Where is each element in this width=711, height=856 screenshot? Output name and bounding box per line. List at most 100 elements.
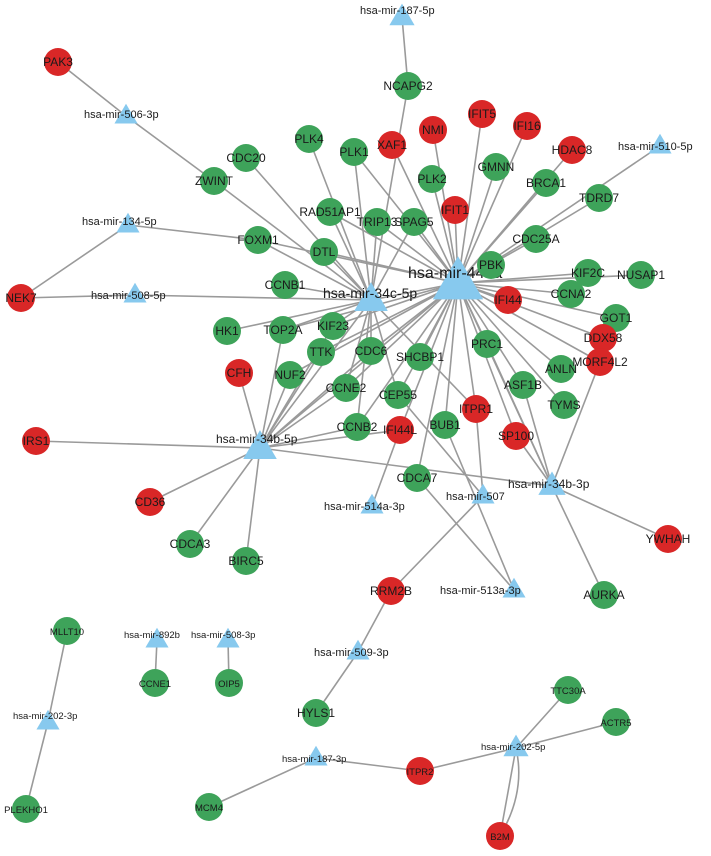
mirna-node-m508_5p[interactable]: hsa-mir-508-5p — [91, 282, 166, 303]
gene-node-kif23[interactable]: KIF23 — [317, 312, 349, 340]
gene-node-morf4l2[interactable]: MORF4L2 — [572, 348, 628, 376]
mirna-triangle — [243, 430, 277, 459]
gene-node-zwint[interactable]: ZWINT — [195, 167, 234, 195]
gene-node-asf1b[interactable]: ASF1B — [504, 371, 542, 399]
gene-node-ttc30a[interactable]: TTC30A — [550, 676, 586, 704]
gene-node-dtl[interactable]: DTL — [310, 238, 338, 266]
gene-node-tdrd7[interactable]: TDRD7 — [579, 184, 619, 212]
mirna-node-m202_5p[interactable]: hsa-mir-202-5p — [481, 734, 545, 757]
gene-node-aurka[interactable]: AURKA — [583, 581, 625, 609]
gene-node-xaf1[interactable]: XAF1 — [377, 131, 407, 159]
gene-node-plekho1[interactable]: PLEKHO1 — [4, 795, 48, 823]
gene-node-ncapg2[interactable]: NCAPG2 — [383, 72, 433, 100]
gene-node-got1[interactable]: GOT1 — [600, 304, 633, 332]
mirna-node-m187_3p[interactable]: hsa-mir-187-3p — [282, 745, 346, 766]
gene-node-ywhah[interactable]: YWHAH — [646, 525, 691, 553]
gene-node-actr5[interactable]: ACTR5 — [600, 708, 632, 736]
gene-node-cdc6[interactable]: CDC6 — [355, 337, 388, 365]
gene-node-ccnb1[interactable]: CCNB1 — [265, 271, 306, 299]
gene-node-hk1[interactable]: HK1 — [213, 317, 241, 345]
gene-node-ccna2[interactable]: CCNA2 — [551, 280, 592, 308]
gene-node-tyms[interactable]: TYMS — [547, 391, 581, 419]
gene-node-cep55[interactable]: CEP55 — [379, 381, 417, 409]
gene-node-ddx58[interactable]: DDX58 — [584, 324, 623, 352]
gene-node-ifit5[interactable]: IFIT5 — [468, 100, 496, 128]
gene-node-shcbp1[interactable]: SHCBP1 — [396, 343, 444, 371]
gene-node-cdc20[interactable]: CDC20 — [226, 144, 266, 172]
mirna-node-m513[interactable]: hsa-mir-513a-3p — [440, 577, 526, 598]
edge-m449a-TTK — [320, 282, 459, 353]
gene-node-ifi44l[interactable]: IFI44L — [383, 416, 417, 444]
mirna-label: hsa-mir-34b-3p — [508, 477, 590, 491]
mirna-node-m508_3p[interactable]: hsa-mir-508-3p — [191, 627, 255, 648]
gene-node-rrm2b[interactable]: RRM2B — [370, 577, 412, 605]
gene-node-plk2[interactable]: PLK2 — [417, 165, 447, 193]
gene-node-ifi44[interactable]: IFI44 — [494, 286, 522, 314]
gene-node-pak3[interactable]: PAK3 — [43, 48, 73, 76]
gene-node-birc5[interactable]: BIRC5 — [228, 547, 264, 575]
edge-m187_3p-ITPR2 — [315, 757, 421, 772]
gene-node-kif2c[interactable]: KIF2C — [571, 259, 605, 287]
gene-node-spag5[interactable]: SPAG5 — [394, 208, 434, 236]
gene-node-cdca3[interactable]: CDCA3 — [170, 530, 211, 558]
gene-node-hdac8[interactable]: HDAC8 — [552, 136, 593, 164]
downregulated-circle — [550, 391, 578, 419]
gene-node-irs1[interactable]: IRS1 — [22, 427, 50, 455]
gene-node-cfh[interactable]: CFH — [225, 359, 253, 387]
gene-node-nuf2[interactable]: NUF2 — [274, 361, 306, 389]
gene-label: CCNE2 — [326, 381, 367, 395]
gene-node-pbk[interactable]: PBK — [477, 251, 505, 279]
mirna-node-m134[interactable]: hsa-mir-134-5p — [82, 212, 157, 233]
gene-node-plk4[interactable]: PLK4 — [294, 125, 324, 153]
gene-node-rad51ap1[interactable]: RAD51AP1 — [299, 198, 361, 226]
mirna-label: hsa-mir-202-3p — [13, 711, 77, 722]
gene-label: YWHAH — [646, 532, 691, 546]
mirna-node-m34c5p[interactable]: hsa-mir-34c-5p — [323, 282, 417, 311]
gene-node-nek7[interactable]: NEK7 — [5, 284, 37, 312]
gene-node-top2a[interactable]: TOP2A — [263, 316, 303, 344]
mirna-node-m892b[interactable]: hsa-mir-892b — [124, 627, 180, 648]
mirna-node-m506[interactable]: hsa-mir-506-3p — [84, 103, 159, 124]
gene-node-mllt10[interactable]: MLLT10 — [50, 617, 84, 645]
upregulated-circle — [44, 48, 72, 76]
mirna-node-m187_5p[interactable]: hsa-mir-187-5p — [360, 3, 435, 26]
gene-node-sp100[interactable]: SP100 — [498, 422, 534, 450]
gene-node-ifi16[interactable]: IFI16 — [513, 112, 541, 140]
gene-node-foxm1[interactable]: FOXM1 — [237, 226, 279, 254]
gene-node-cdca7[interactable]: CDCA7 — [397, 464, 438, 492]
mirna-node-m34b3p[interactable]: hsa-mir-34b-3p — [508, 471, 590, 495]
gene-node-plk1[interactable]: PLK1 — [339, 138, 369, 166]
gene-node-gmnn[interactable]: GMNN — [478, 153, 515, 181]
gene-node-itpr1[interactable]: ITPR1 — [459, 395, 493, 423]
gene-node-prc1[interactable]: PRC1 — [471, 330, 503, 358]
gene-node-ttk[interactable]: TTK — [307, 338, 335, 366]
gene-node-oip5[interactable]: OIP5 — [215, 669, 243, 697]
gene-node-ccne2[interactable]: CCNE2 — [326, 374, 367, 402]
gene-node-ccne1[interactable]: CCNE1 — [139, 669, 171, 697]
mirna-node-m509[interactable]: hsa-mir-509-3p — [314, 639, 389, 660]
gene-node-bub1[interactable]: BUB1 — [429, 411, 461, 439]
mirna-node-m514[interactable]: hsa-mir-514a-3p — [324, 493, 405, 514]
gene-node-nusap1[interactable]: NUSAP1 — [617, 261, 665, 289]
gene-node-trip13[interactable]: TRIP13 — [357, 208, 398, 236]
downregulated-circle — [232, 144, 260, 172]
gene-node-brca1[interactable]: BRCA1 — [526, 169, 566, 197]
gene-node-hyls1[interactable]: HYLS1 — [297, 699, 335, 727]
gene-node-itpr2[interactable]: ITPR2 — [406, 757, 434, 785]
gene-node-anln[interactable]: ANLN — [545, 355, 577, 383]
mirna-node-m507[interactable]: hsa-mir-507 — [446, 483, 505, 504]
gene-node-ifit1[interactable]: IFIT1 — [441, 196, 469, 224]
gene-node-nmi[interactable]: NMI — [419, 116, 447, 144]
upregulated-circle — [225, 359, 253, 387]
gene-label: BUB1 — [429, 418, 461, 432]
gene-label: PLEKHO1 — [4, 805, 48, 816]
gene-node-mcm4[interactable]: MCM4 — [195, 793, 223, 821]
mirna-node-m510[interactable]: hsa-mir-510-5p — [618, 133, 693, 154]
edge-m449a-CCNE2 — [345, 282, 459, 389]
gene-node-cd36[interactable]: CD36 — [135, 488, 166, 516]
gene-node-cdc25a[interactable]: CDC25A — [512, 225, 560, 253]
gene-node-ccnb2[interactable]: CCNB2 — [337, 413, 378, 441]
gene-node-b2m[interactable]: B2M — [486, 822, 514, 850]
mirna-node-m202_3p[interactable]: hsa-mir-202-3p — [13, 709, 77, 730]
mirna-node-m34b5p[interactable]: hsa-mir-34b-5p — [216, 430, 298, 459]
